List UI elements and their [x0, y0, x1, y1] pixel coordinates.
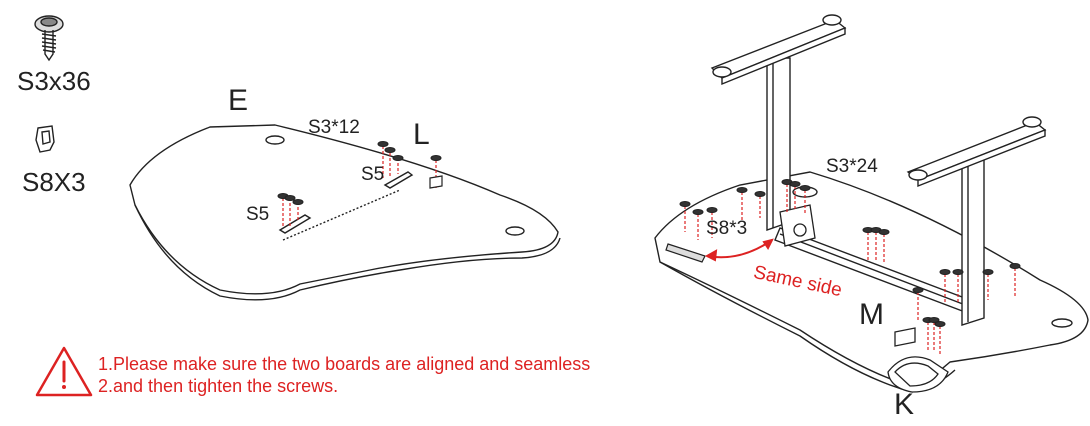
frame-feet — [710, 14, 1047, 188]
motor-label-m: M — [859, 298, 884, 331]
warning-line-1-text: 1.Please make sure the two boards are — [98, 354, 412, 374]
board-label-e: E — [228, 84, 249, 117]
same-side-arrow — [704, 238, 774, 262]
screw-label-s3x12: S3*12 — [308, 117, 360, 138]
left-desktop-board — [129, 124, 561, 301]
motor-unit — [779, 204, 816, 247]
warning-line-2: 2.and then tighten the screws. — [98, 376, 339, 396]
screw-part-code: S3x36 — [17, 66, 91, 96]
warning-line-1: 1.Please make sure the two boards are al… — [98, 353, 590, 375]
screw-label-s3x24: S3*24 — [826, 156, 878, 177]
s5-label-lower: S5 — [246, 204, 270, 225]
right-screw-guides — [684, 184, 1016, 354]
warning-line-1-emphasis: aligned and seamless — [416, 354, 591, 374]
handset-part — [665, 243, 706, 263]
screw-part-icon — [34, 15, 64, 62]
l-bracket — [429, 175, 443, 189]
clip-part-icon — [35, 125, 55, 153]
right-desktop-board — [654, 171, 1089, 393]
s5-label-upper: S5 — [361, 164, 385, 185]
right-screws — [679, 179, 1021, 327]
tray-label-k: K — [894, 388, 915, 421]
m-bracket-part — [894, 327, 916, 347]
bracket-label-l: L — [413, 118, 430, 151]
left-screw-guides — [282, 146, 437, 228]
clip-part-code: S8X3 — [22, 167, 86, 197]
clip-label-s8x3: S8*3 — [706, 218, 748, 239]
left-screws — [277, 141, 442, 205]
warning-icon — [35, 346, 93, 397]
tray-part — [887, 356, 949, 393]
